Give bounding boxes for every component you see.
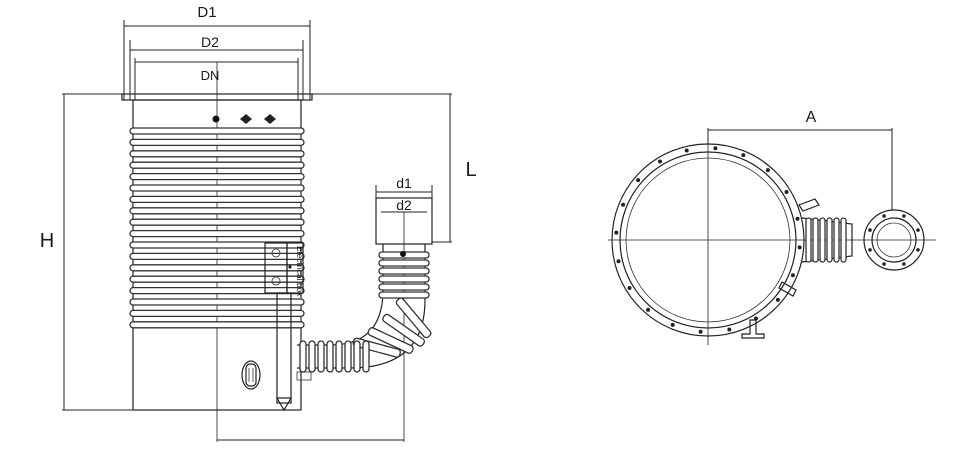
- bent-outlet-pipe: [297, 244, 432, 373]
- port-coil-turn: [812, 217, 819, 263]
- l-dimension: L: [312, 93, 477, 243]
- h-dimension: H: [40, 93, 133, 411]
- d2-outlet-label: d2: [396, 197, 412, 213]
- coil-turn: [129, 264, 305, 272]
- port-bolt-hole: [916, 248, 920, 252]
- d1-top-label: D1: [197, 4, 216, 21]
- coil-turn: [129, 207, 305, 215]
- coil-turn: [129, 218, 305, 226]
- d2-top-label: D2: [201, 34, 219, 50]
- pipe-coil-turn: [308, 340, 316, 373]
- pipe-coil-turn: [362, 340, 370, 373]
- coil-turn: [129, 150, 305, 158]
- coil-turn: [129, 252, 305, 261]
- bolt-hole: [727, 327, 732, 332]
- pipe-coil-turn: [317, 340, 325, 373]
- bolt-hole: [795, 216, 800, 221]
- dn-dimension: DN: [134, 58, 299, 100]
- pipe-sensor-dot: [400, 251, 406, 257]
- port-bolt-hole: [868, 248, 872, 252]
- pipe-coil-turn: [378, 275, 430, 283]
- bolt-hole: [670, 322, 675, 327]
- bolt-hole: [790, 273, 795, 278]
- port-coil-turn: [826, 217, 833, 263]
- pipe-coil-turn: [299, 340, 307, 373]
- port-coil-turn: [819, 217, 826, 263]
- pipe-coil-turn: [335, 340, 343, 373]
- electrical-box-label: Electrical box: [295, 246, 305, 297]
- port-coil-turn: [805, 217, 812, 263]
- bolt-hole: [646, 307, 651, 312]
- pipe-coil-turn: [378, 291, 430, 299]
- coil-turn: [129, 229, 305, 238]
- side-port: [801, 209, 925, 271]
- cooling-coils: [129, 127, 305, 329]
- fitting-icon: [264, 114, 276, 124]
- port-bolt-hole: [868, 228, 872, 232]
- port-bolt-hole: [902, 214, 906, 218]
- pipe-coil-turn: [378, 259, 430, 267]
- bolt-hole: [658, 159, 662, 164]
- coil-turn: [129, 321, 305, 329]
- d1-outlet-label: d1: [396, 175, 412, 191]
- pipe-coil-turn: [378, 267, 430, 275]
- bolt-hole: [616, 259, 621, 264]
- coil-turn: [129, 275, 305, 283]
- coil-turn: [129, 309, 305, 318]
- coil-turn: [129, 298, 305, 306]
- pipe-coil-turn: [382, 313, 426, 347]
- d1-dimension: D1: [123, 4, 311, 100]
- coil-turn: [129, 138, 305, 147]
- pipe-coil-turn: [353, 340, 361, 373]
- bolt-hole: [741, 153, 746, 158]
- pipe-coil-turn: [344, 340, 352, 373]
- fitting-icon: [240, 114, 252, 124]
- sensor-dot: [212, 115, 220, 123]
- coil-turn: [129, 184, 305, 192]
- pipe-coil-turn: [395, 297, 432, 339]
- bolt-hole: [684, 148, 689, 153]
- bolt-hole: [797, 245, 802, 250]
- pipe-coil-turn: [378, 283, 430, 291]
- coil-turn: [129, 127, 305, 135]
- port-bolt-hole: [882, 262, 886, 266]
- bolt-hole: [614, 230, 619, 235]
- port-bolt-hole: [902, 262, 906, 266]
- port-bolt-hole: [916, 228, 920, 232]
- top-view: A: [608, 109, 936, 345]
- dn-label: DN: [201, 68, 220, 83]
- flange-inner: [619, 151, 797, 329]
- bolt-hole: [698, 329, 703, 334]
- h-label: H: [40, 230, 54, 252]
- bolt-hole: [765, 168, 770, 173]
- bolt-hole: [775, 297, 780, 302]
- coil-turn: [129, 172, 305, 181]
- port-bolt-hole: [882, 214, 886, 218]
- bolt-hole: [784, 190, 789, 194]
- a-dimension: A: [707, 109, 893, 210]
- bolt-hole: [713, 146, 718, 151]
- bolt-hole: [636, 178, 641, 183]
- l-label: L: [465, 159, 476, 181]
- outlet-flange: d1 d2: [375, 175, 433, 442]
- coil-turn: [129, 241, 305, 249]
- coil-turn: [129, 161, 305, 169]
- side-elevation-view: D1 D2 DN H: [40, 4, 477, 442]
- pipe-coil-turn: [367, 327, 414, 354]
- drain-valve: [241, 360, 312, 390]
- flange-outer: [611, 143, 805, 337]
- d2-dimension: D2: [129, 34, 304, 100]
- bolt-hole: [621, 202, 626, 207]
- bolt-hole: [627, 286, 632, 290]
- a-label: A: [806, 109, 817, 126]
- electrical-box: Electrical box: [264, 242, 305, 412]
- coil-turn: [129, 195, 305, 204]
- pipe-coil-turn: [326, 340, 334, 373]
- coil-turn: [129, 286, 305, 295]
- port-coil-turn: [840, 217, 847, 263]
- port-coil-turn: [833, 217, 840, 263]
